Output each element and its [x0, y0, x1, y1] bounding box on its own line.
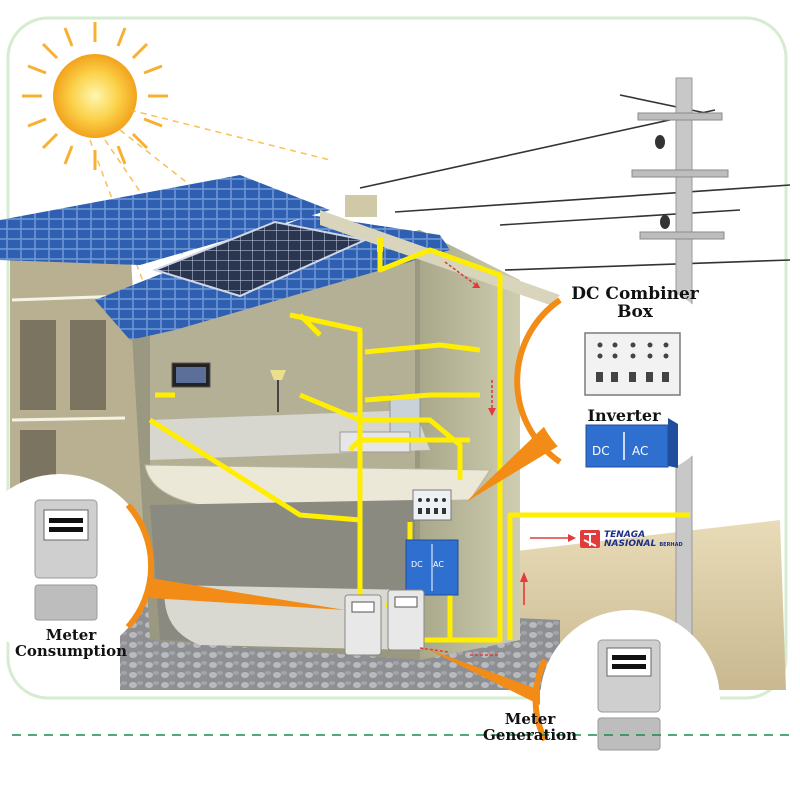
meter-generation-line1: Meter [504, 710, 556, 728]
solar-panel [151, 220, 369, 298]
brand-suffix: BERHAD [659, 542, 683, 548]
callout-pointer-consumption [150, 578, 345, 610]
meter-consumption-label: Meter Consumption [6, 626, 136, 660]
left-roof [0, 175, 330, 265]
dc-combiner-label-line2: Box [617, 301, 653, 322]
house-inverter-ac-text: AC [433, 560, 444, 569]
dc-combiner-label-line1: DC Combiner [571, 284, 699, 304]
inverter-ac-text: AC [632, 444, 649, 458]
meter-icon-generation [597, 639, 661, 751]
house-meters [344, 589, 425, 656]
meter-generation-line2: Generation [483, 725, 577, 744]
meter-consumption-line2: Consumption [14, 641, 128, 660]
sun-icon [22, 22, 168, 170]
lamp-icon [270, 370, 286, 380]
inverter-dc-text: DC [592, 444, 610, 458]
utility-pole [359, 94, 791, 271]
meter-generation-label: Meter Generation [470, 710, 590, 744]
flow-arrows [419, 261, 576, 656]
callout-pointer-generation [425, 648, 540, 705]
tnb-logo-icon [580, 530, 600, 548]
dc-combiner-label: DC Combiner Box [560, 284, 710, 322]
brand-line1: TENAGA [604, 530, 646, 540]
tnb-brand: TENAGA NASIONAL BERHAD [604, 531, 683, 549]
inverter-label: Inverter [587, 406, 661, 425]
combiner-box-icon [584, 332, 681, 396]
brand-line2: NASIONAL [604, 539, 657, 549]
house-inverter-dc-text: DC [411, 560, 423, 569]
inverter-icon [585, 418, 678, 468]
house-combiner-box [412, 489, 452, 521]
meter-icon-consumption [34, 499, 98, 621]
meter-consumption-line1: Meter [45, 626, 97, 644]
